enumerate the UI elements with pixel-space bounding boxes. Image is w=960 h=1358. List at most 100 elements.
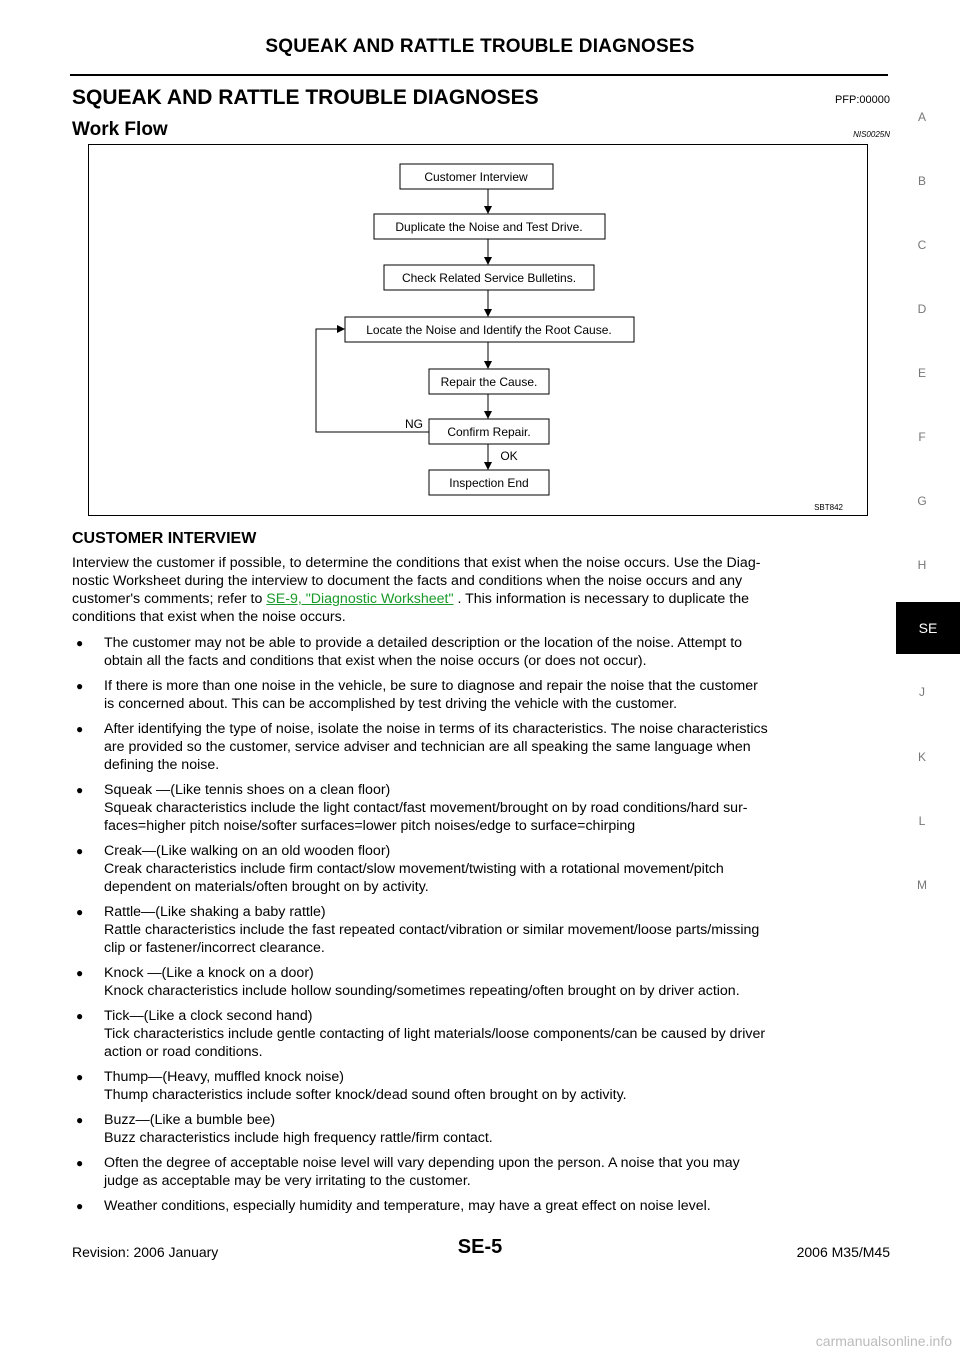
bullet-line: Thump characteristics include softer kno… [104, 1087, 627, 1103]
bullet-icon: ● [76, 1199, 84, 1213]
bullet-line: If there is more than one noise in the v… [104, 678, 758, 694]
flow-ok-label: OK [500, 449, 517, 463]
flow-step-7-box [428, 469, 550, 496]
bullet-icon: ● [76, 1009, 84, 1023]
bullet-icon: ● [76, 1113, 84, 1127]
flow-step-3-box [383, 264, 595, 291]
bullet-line: judge as acceptable may be very irritati… [104, 1173, 471, 1189]
bullet-line: faces=higher pitch noise/softer surfaces… [104, 818, 636, 834]
flow-ng-loop [315, 325, 429, 433]
intro-line-2: nostic Worksheet during the interview to… [72, 573, 743, 589]
customer-interview-intro: Interview the customer if possible, to d… [72, 554, 889, 626]
bullet-line: Knock characteristics include hollow sou… [104, 983, 740, 999]
intro-line-3a: customer's comments; refer to [72, 591, 267, 607]
section-tab-d[interactable]: D [917, 302, 927, 316]
bullet-line: are provided so the customer, service ad… [104, 739, 751, 755]
bullet-line: The customer may not be able to provide … [104, 635, 743, 651]
bullet-icon: ● [76, 844, 84, 858]
bullet-item: ● After identifying the type of noise, is… [72, 720, 889, 774]
bullet-icon: ● [76, 966, 84, 980]
bullet-icon: ● [76, 783, 84, 797]
section-tab-j[interactable]: J [919, 685, 925, 699]
flow-step-3: Check Related Service Bulletins. [402, 271, 576, 285]
footer-revision: Revision: 2006 January [72, 1244, 219, 1260]
bullet-line: Creak—(Like walking on an old wooden flo… [104, 843, 391, 859]
header-rule [70, 74, 888, 76]
bullet-line: clip or fastener/incorrect clearance. [104, 940, 325, 956]
section-tab-g[interactable]: G [917, 494, 927, 508]
flow-step-4-box [344, 316, 635, 343]
section-tab-k[interactable]: K [917, 750, 926, 764]
bullet-line: Rattle—(Like shaking a baby rattle) [104, 904, 326, 920]
flow-ng-label: NG [405, 417, 423, 431]
section-tab-f[interactable]: F [918, 430, 926, 444]
bullet-item: ● Weather conditions, especially humidity… [72, 1197, 889, 1215]
noise-bullet-list: ● The customer may not be able to provide… [72, 634, 889, 1222]
diagnostic-worksheet-link[interactable]: SE-9, "Diagnostic Worksheet" [266, 591, 454, 607]
bullet-item: ● Buzz—(Like a bumble bee) Buzz characteri… [72, 1111, 889, 1147]
bullet-line: is concerned about. This can be accompli… [104, 696, 678, 712]
bullet-item: ● If there is more than one noise in the … [72, 677, 889, 713]
figure-code: SBT842 [814, 503, 843, 512]
section-tab-c[interactable]: C [917, 238, 927, 252]
section-tab-a[interactable]: A [917, 110, 926, 124]
bullet-line: Knock —(Like a knock on a door) [104, 965, 314, 981]
intro-line-3b: . This information is necessary to dupli… [453, 591, 749, 607]
flow-step-4: Locate the Noise and Identify the Root C… [366, 323, 612, 337]
running-header: SQUEAK AND RATTLE TROUBLE DIAGNOSES [265, 36, 695, 57]
flow-step-5: Repair the Cause. [441, 375, 538, 389]
section-tab-b[interactable]: B [917, 174, 926, 188]
flow-step-6: Confirm Repair. [447, 425, 530, 439]
bullet-line: Buzz—(Like a bumble bee) [104, 1112, 276, 1128]
flow-step-7: Inspection End [449, 476, 528, 490]
bullet-item: ● Often the degree of acceptable noise le… [72, 1154, 889, 1190]
flow-step-1-box [399, 163, 554, 190]
workflow-diagram: Customer Interview Duplicate the Noise a… [88, 144, 868, 516]
intro-line-4: conditions that exist when the noise occ… [72, 609, 346, 625]
workflow-title: Work Flow [72, 119, 168, 140]
bullet-icon: ● [76, 722, 84, 736]
flow-step-2: Duplicate the Noise and Test Drive. [395, 220, 582, 234]
bullet-line: Thump—(Heavy, muffled knock noise) [104, 1069, 344, 1085]
section-title: SQUEAK AND RATTLE TROUBLE DIAGNOSES [72, 86, 539, 109]
bullet-icon: ● [76, 905, 84, 919]
bullet-line: action or road conditions. [104, 1044, 263, 1060]
flowchart-svg: Customer Interview Duplicate the Noise a… [315, 163, 635, 496]
bullet-item: ● Thump—(Heavy, muffled knock noise) Thump… [72, 1068, 889, 1104]
footer-model: 2006 M35/M45 [796, 1244, 890, 1260]
flow-step-2-box [373, 213, 606, 240]
section-tab-m[interactable]: M [917, 878, 927, 892]
bullet-line: Weather conditions, especially humidity … [104, 1198, 711, 1214]
bullet-item: ● Creak—(Like walking on an old wooden fl… [72, 842, 889, 896]
bullet-icon: ● [76, 1070, 84, 1084]
bullet-icon: ● [76, 636, 84, 650]
workflow-code: NIS0025N [853, 130, 890, 139]
watermark: carmanualsonline.info [815, 1333, 952, 1349]
section-code: PFP:00000 [834, 94, 890, 106]
section-tab-e[interactable]: E [917, 366, 926, 380]
bullet-icon: ● [76, 1156, 84, 1170]
footer-page-number: SE-5 [457, 1236, 503, 1258]
bullet-item: ● The customer may not be able to provide… [72, 634, 889, 670]
intro-line-1: Interview the customer if possible, to d… [72, 555, 761, 571]
bullet-line: defining the noise. [104, 757, 220, 773]
bullet-item: ●Rattle—(Like shaking a baby rattle)Ratt… [72, 903, 889, 957]
bullet-line: Squeak characteristics include the light… [104, 800, 748, 816]
intro-line-3: customer's comments; refer to SE-9, "Dia… [72, 590, 889, 608]
section-tab-l[interactable]: L [918, 814, 926, 828]
flow-step-5-box [428, 368, 550, 395]
bullet-line: obtain all the facts and conditions that… [104, 653, 647, 669]
bullet-item: ● Squeak —(Like tennis shoes on a clean f… [72, 781, 889, 835]
bullet-icon: ● [76, 679, 84, 693]
bullet-line: Squeak —(Like tennis shoes on a clean fl… [104, 782, 391, 798]
bullet-line: Buzz characteristics include high freque… [104, 1130, 493, 1146]
bullet-item: ●Tick—(Like a clock second hand)Tick cha… [72, 1007, 889, 1061]
section-tab-h[interactable]: H [917, 558, 927, 572]
bullet-line: After identifying the type of noise, iso… [104, 721, 768, 737]
customer-interview-heading: CUSTOMER INTERVIEW [72, 530, 257, 547]
bullet-line: Often the degree of acceptable noise lev… [104, 1155, 740, 1171]
bullet-line: dependent on materials/often brought on … [104, 879, 429, 895]
bullet-line: Creak characteristics include firm conta… [104, 861, 724, 877]
flow-step-1: Customer Interview [424, 170, 528, 184]
section-tab-active[interactable]: SE [896, 602, 960, 654]
